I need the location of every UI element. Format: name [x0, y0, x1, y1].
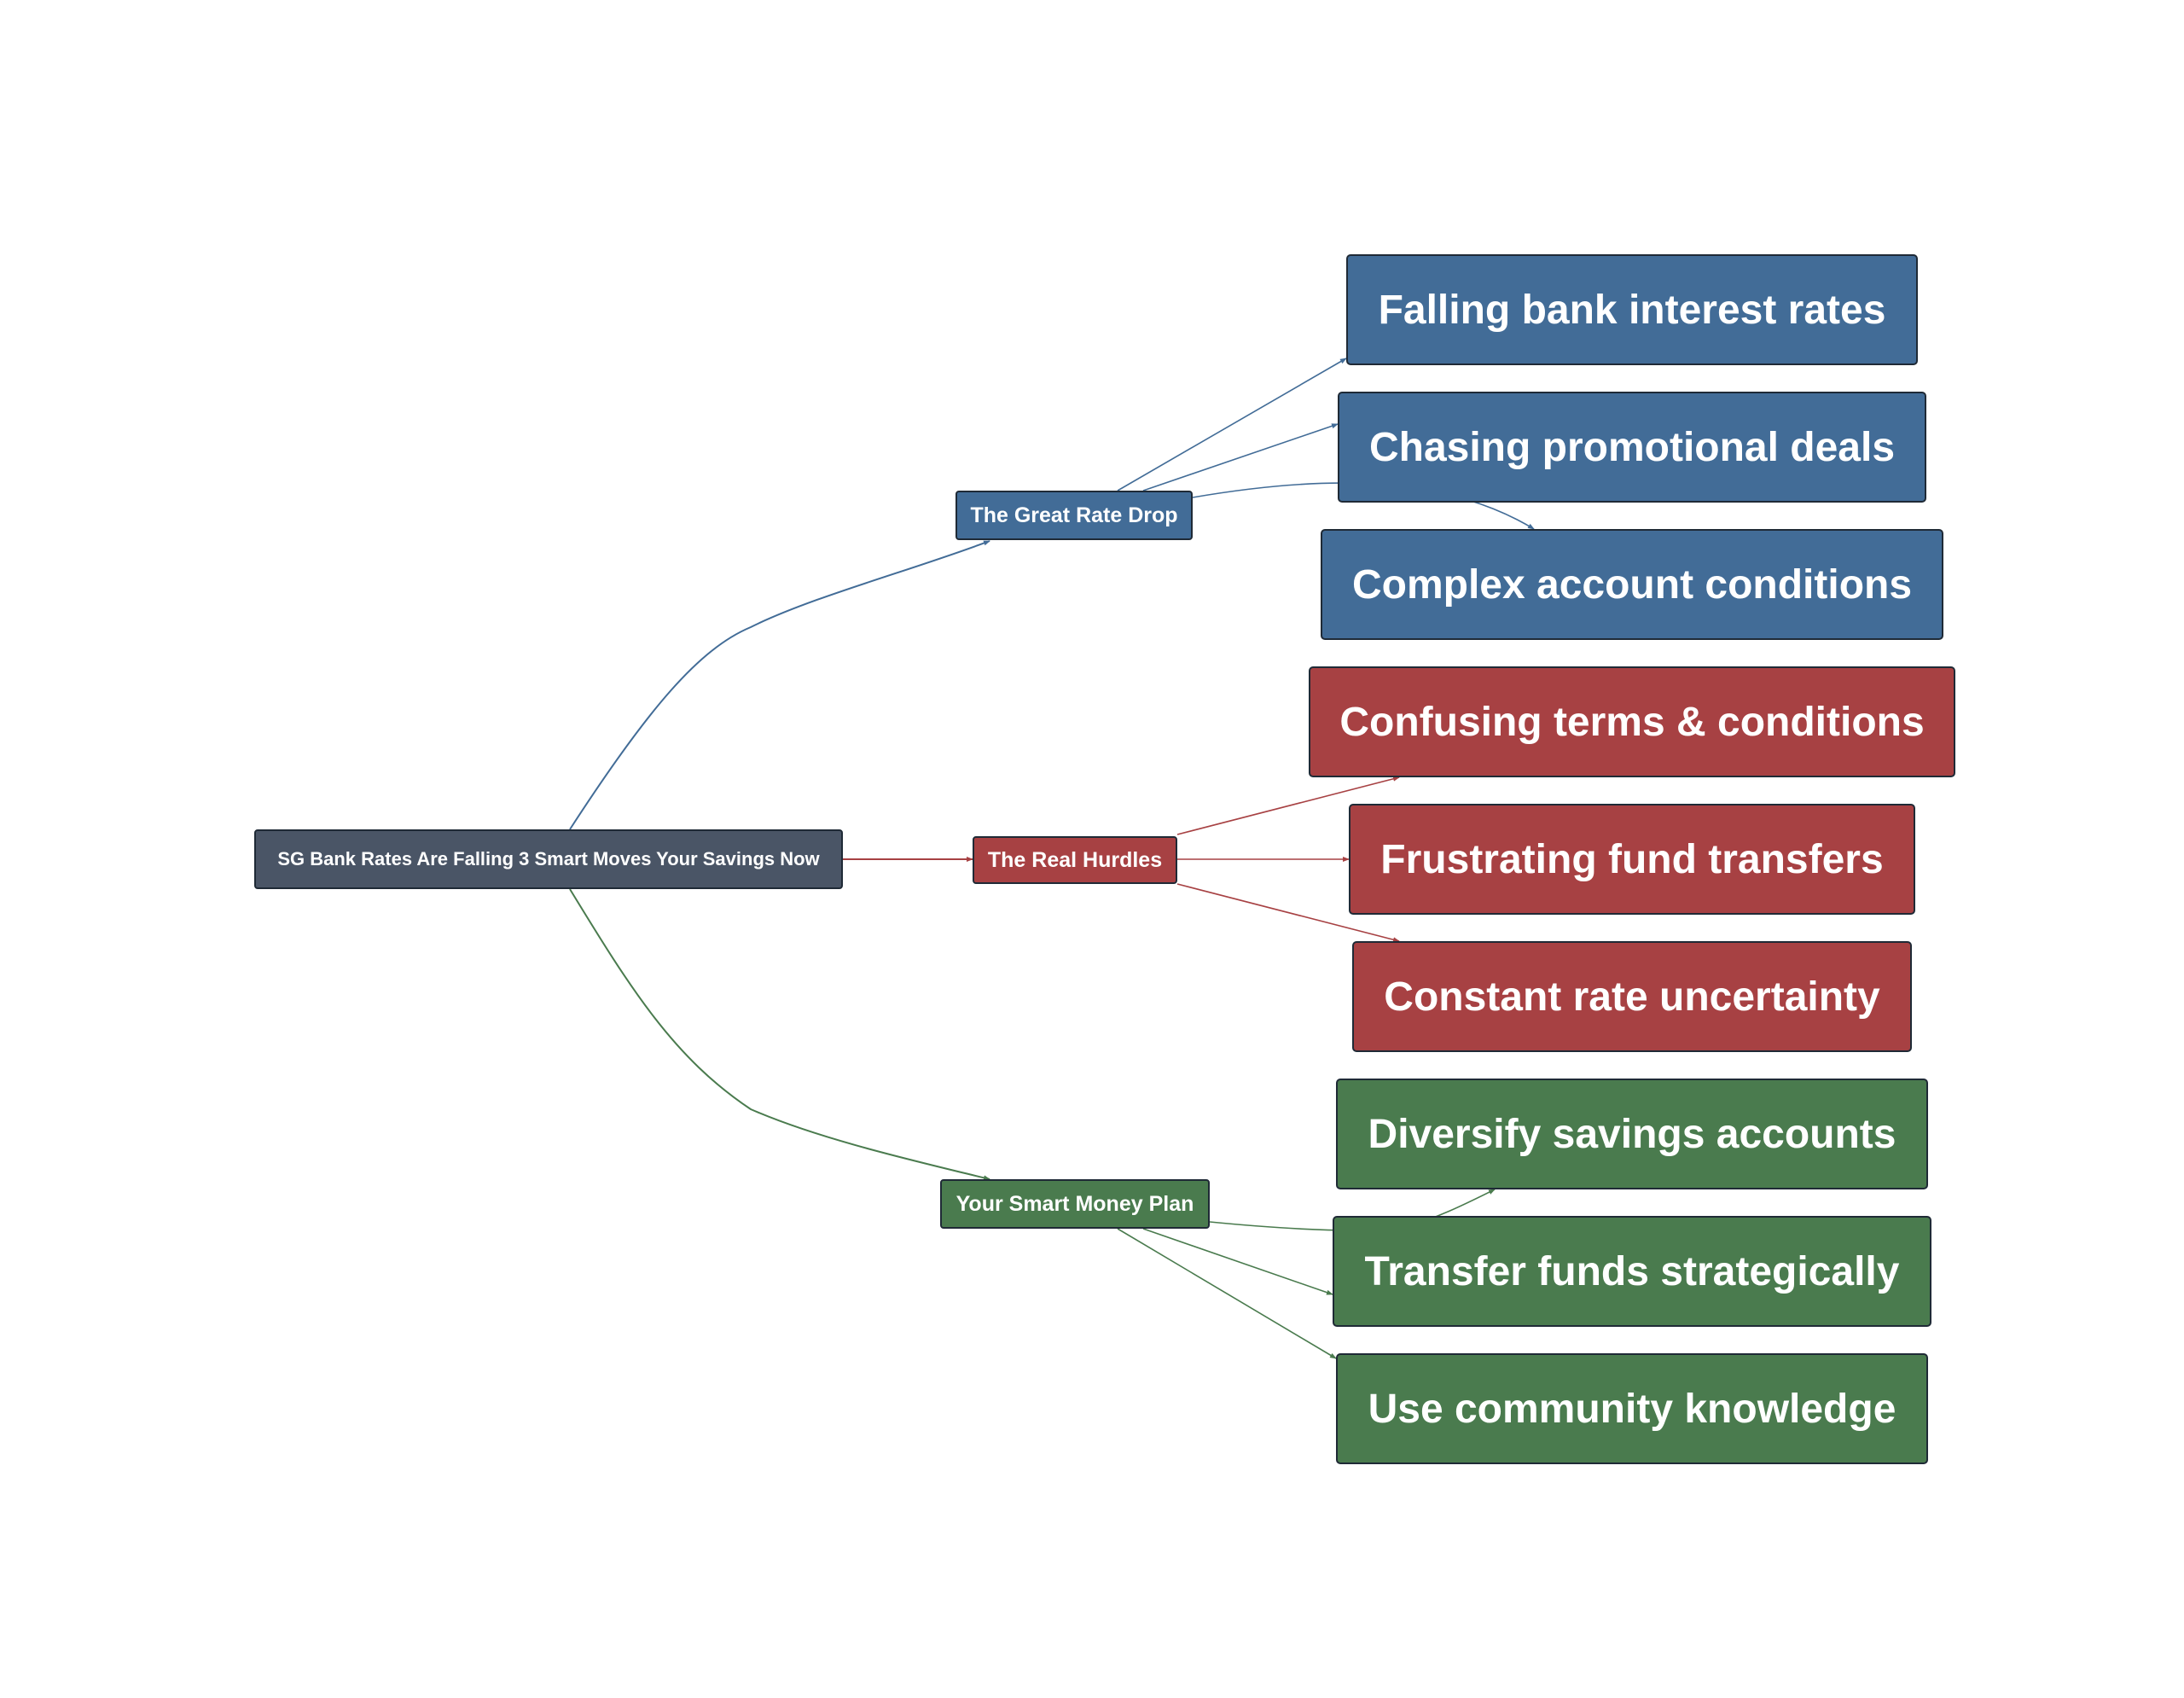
leaf-node-confusing-terms[interactable]: Confusing terms & conditions	[1309, 666, 1955, 777]
edge-money-plan-to-leaf-3	[1117, 1228, 1337, 1359]
leaf-node-promotional-deals[interactable]: Chasing promotional deals	[1338, 392, 1926, 503]
leaf-node-transfer-funds[interactable]: Transfer funds strategically	[1333, 1216, 1931, 1327]
leaf-node-label: Diversify savings accounts	[1368, 1111, 1896, 1157]
branch-node-label: The Great Rate Drop	[970, 503, 1178, 527]
edge-money-plan-to-leaf-2	[1142, 1228, 1333, 1295]
edge-root-to-rate-drop	[569, 540, 990, 830]
leaf-node-label: Constant rate uncertainty	[1384, 974, 1880, 1020]
branch-node-money-plan[interactable]: Your Smart Money Plan	[940, 1179, 1210, 1229]
branch-node-label: Your Smart Money Plan	[956, 1191, 1194, 1216]
branch-node-rate-drop[interactable]: The Great Rate Drop	[956, 491, 1193, 540]
leaf-node-community-knowledge[interactable]: Use community knowledge	[1336, 1353, 1928, 1464]
leaf-node-account-conditions[interactable]: Complex account conditions	[1321, 529, 1943, 640]
edge-root-to-money-plan	[569, 888, 990, 1181]
branch-node-hurdles[interactable]: The Real Hurdles	[973, 836, 1177, 884]
leaf-node-label: Transfer funds strategically	[1364, 1248, 1900, 1294]
branch-node-label: The Real Hurdles	[987, 847, 1163, 872]
leaf-node-label: Chasing promotional deals	[1368, 424, 1896, 470]
leaf-node-label: Use community knowledge	[1368, 1386, 1896, 1432]
leaf-node-label: Frustrating fund transfers	[1380, 836, 1884, 882]
root-node[interactable]: SG Bank Rates Are Falling 3 Smart Moves …	[254, 829, 843, 889]
leaf-node-fund-transfers[interactable]: Frustrating fund transfers	[1349, 804, 1915, 915]
leaf-node-label: Falling bank interest rates	[1378, 287, 1886, 333]
edge-rate-drop-to-leaf-2	[1142, 423, 1339, 491]
leaf-node-falling-rates[interactable]: Falling bank interest rates	[1346, 254, 1918, 365]
leaf-node-label: Confusing terms & conditions	[1339, 699, 1925, 745]
leaf-node-label: Complex account conditions	[1351, 561, 1913, 608]
edge-hurdles-to-leaf-1	[1176, 776, 1400, 835]
edge-hurdles-to-leaf-3	[1176, 883, 1400, 943]
leaf-node-rate-uncertainty[interactable]: Constant rate uncertainty	[1352, 941, 1912, 1052]
root-node-label: SG Bank Rates Are Falling 3 Smart Moves …	[277, 848, 820, 869]
leaf-node-diversify-savings[interactable]: Diversify savings accounts	[1336, 1079, 1928, 1189]
edge-rate-drop-to-leaf-1	[1117, 358, 1347, 491]
